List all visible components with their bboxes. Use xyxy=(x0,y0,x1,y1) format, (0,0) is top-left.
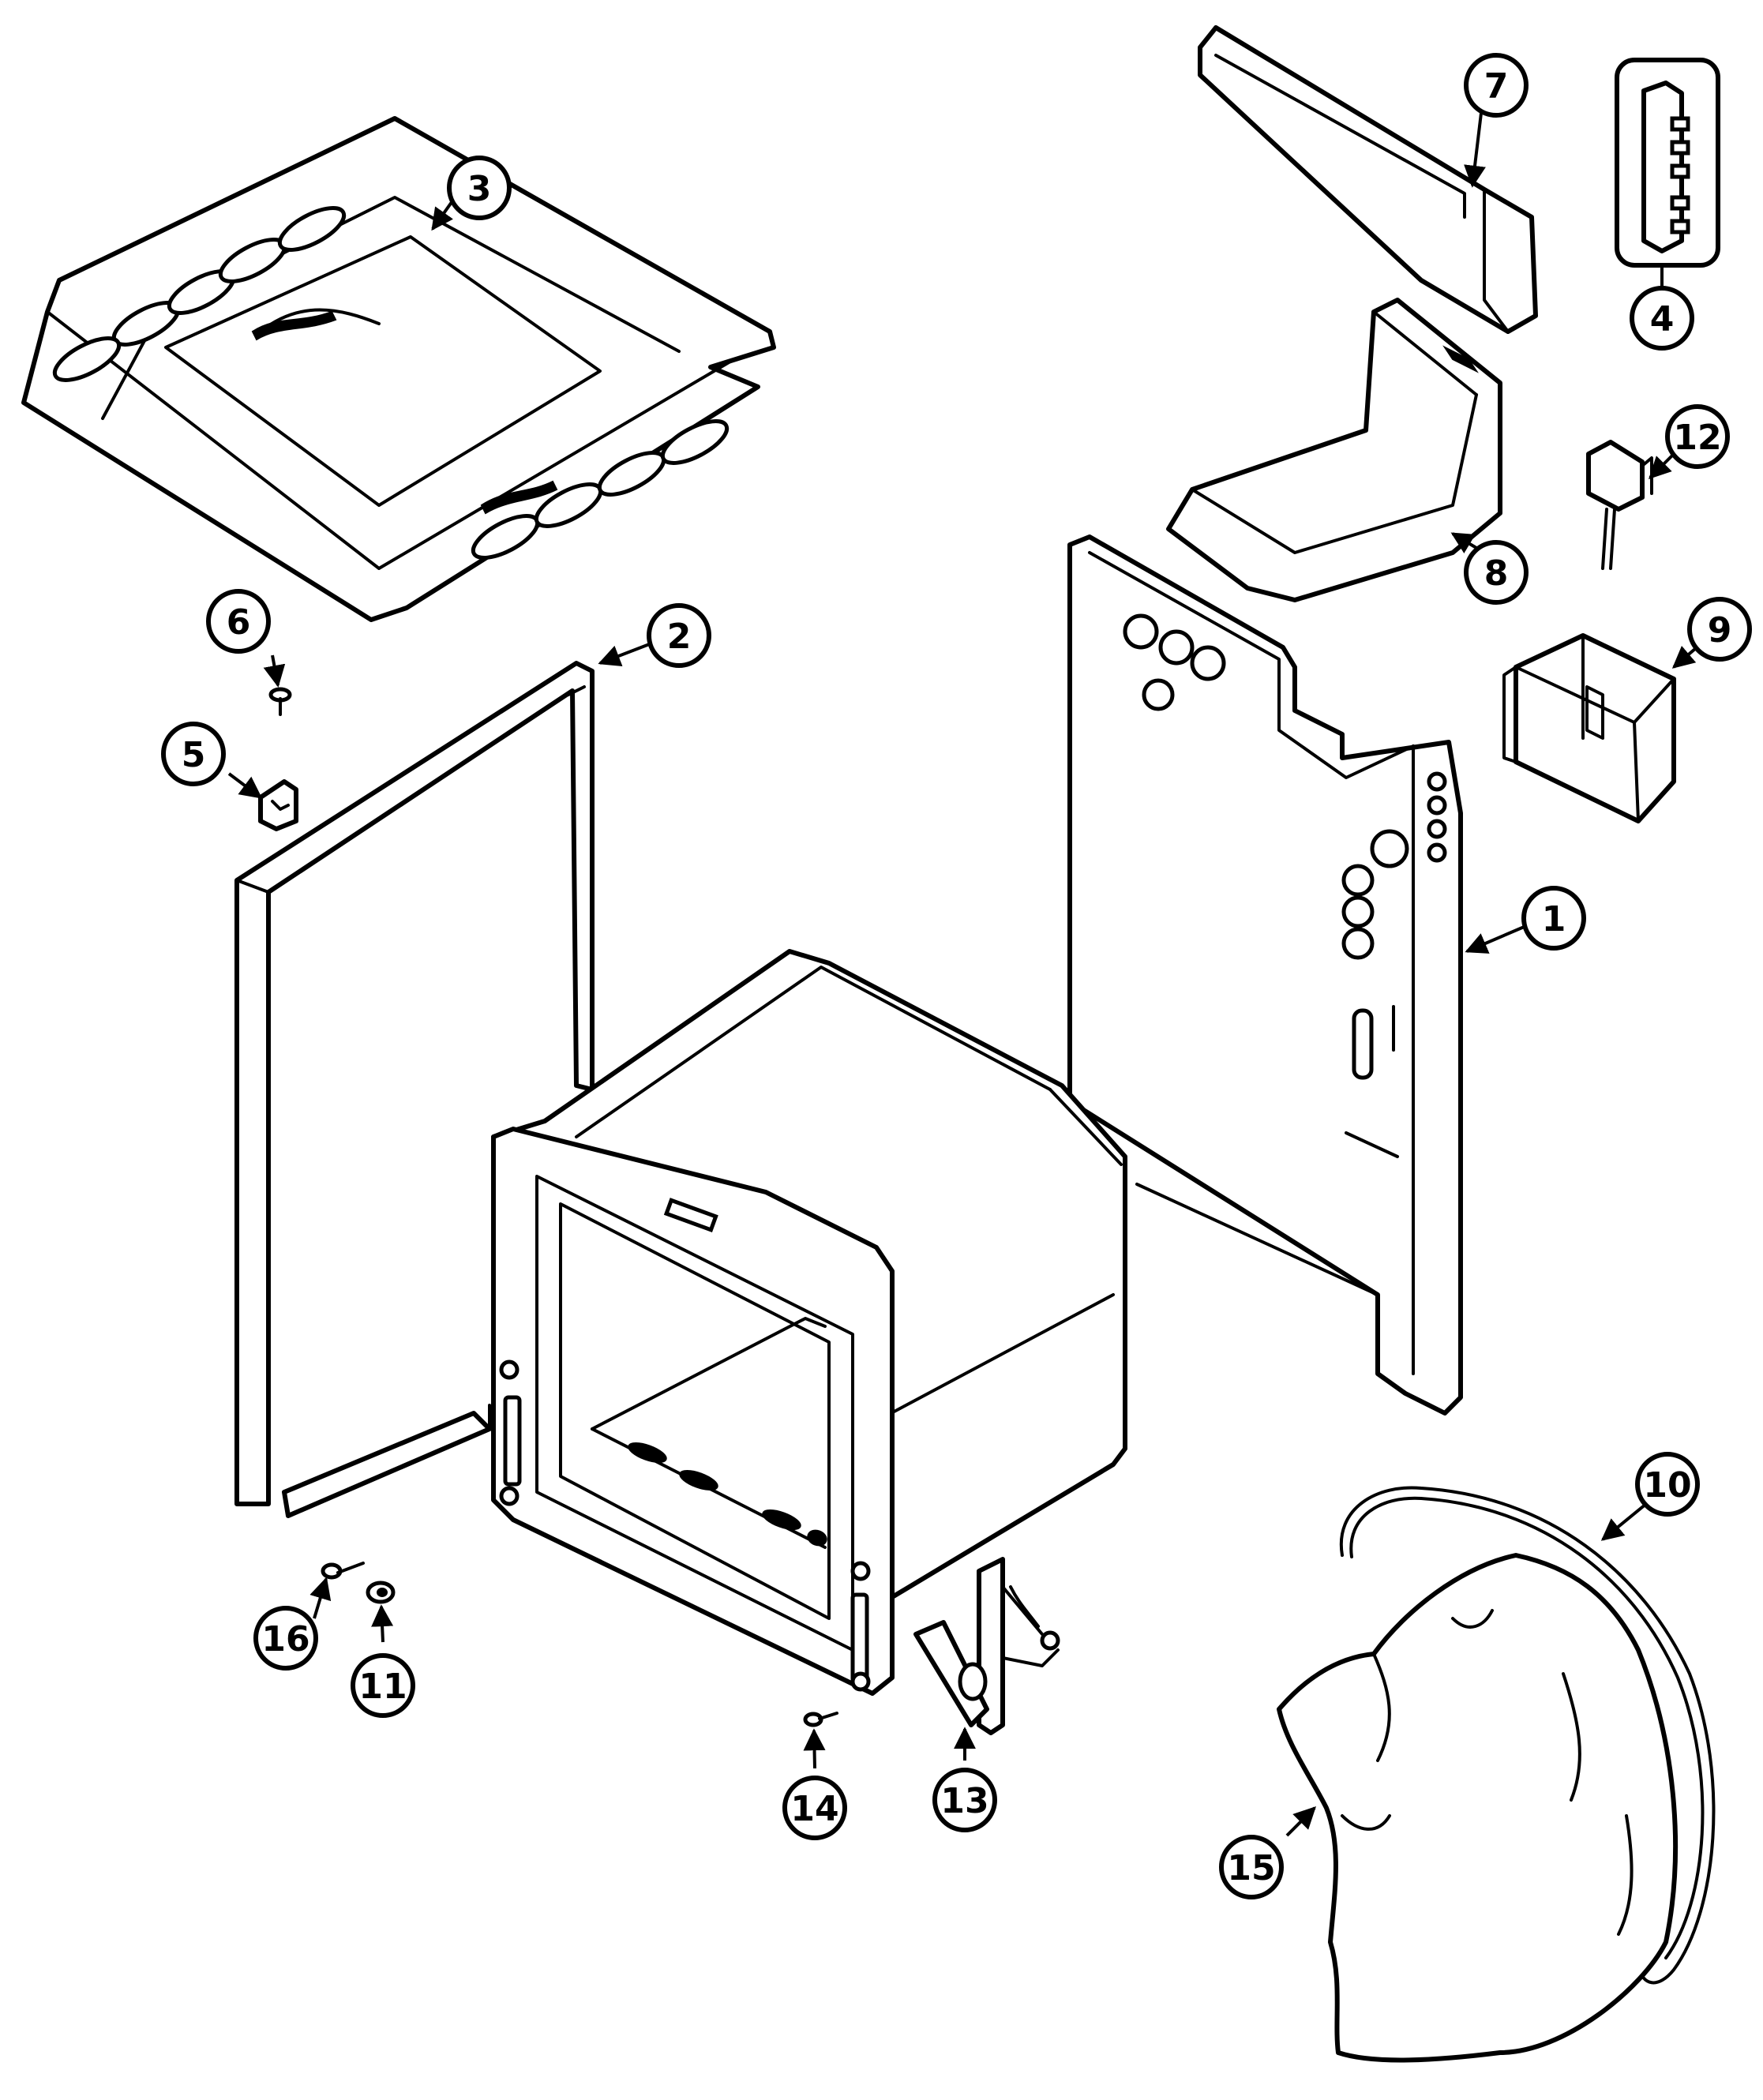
callout-15: 15 xyxy=(1219,1835,1284,1899)
callout-16: 16 xyxy=(253,1606,318,1671)
callout-6: 6 xyxy=(206,589,271,654)
leader-lines xyxy=(227,86,1703,1837)
callout-4: 4 xyxy=(1630,286,1694,351)
part-12-power-plug xyxy=(1586,440,1653,570)
svg-text:10: 10 xyxy=(1643,1465,1691,1506)
part-6-screw xyxy=(268,687,292,716)
part-4-terminal-block xyxy=(1615,58,1720,268)
callout-7: 7 xyxy=(1464,53,1529,118)
callout-10: 10 xyxy=(1635,1452,1700,1517)
svg-text:5: 5 xyxy=(182,735,206,775)
part-9-junction-box xyxy=(1502,633,1676,823)
svg-text:15: 15 xyxy=(1227,1848,1275,1888)
part-16-screw xyxy=(321,1562,365,1580)
svg-text:3: 3 xyxy=(467,169,492,209)
callout-9: 9 xyxy=(1687,597,1752,662)
svg-text:9: 9 xyxy=(1708,610,1732,651)
svg-text:6: 6 xyxy=(227,602,251,643)
part-8-vent-hood xyxy=(1166,298,1502,602)
part-11-bumper xyxy=(366,1581,396,1604)
oven-cavity xyxy=(491,949,1379,1696)
part-1-side-panel xyxy=(1067,534,1463,1416)
callout-11: 11 xyxy=(351,1653,415,1718)
svg-text:12: 12 xyxy=(1673,418,1721,458)
callout-13: 13 xyxy=(932,1768,997,1832)
callout-12: 12 xyxy=(1665,404,1730,469)
callout-2: 2 xyxy=(647,603,711,668)
callout-5: 5 xyxy=(161,722,226,786)
callout-3: 3 xyxy=(447,156,512,220)
svg-text:1: 1 xyxy=(1542,899,1566,939)
callout-1: 1 xyxy=(1521,886,1586,951)
part-15-insulation xyxy=(1277,1553,1678,2063)
part-13-hinge xyxy=(913,1557,1060,1735)
part-5-bracket xyxy=(258,779,298,831)
part-2-frame xyxy=(234,661,595,1518)
callout-14: 14 xyxy=(782,1776,847,1840)
part-3-top-tray xyxy=(21,116,776,622)
svg-text:4: 4 xyxy=(1650,299,1675,339)
part-10-gasket xyxy=(1339,1486,1716,1985)
svg-text:2: 2 xyxy=(667,617,692,657)
part-14-screw xyxy=(803,1712,838,1727)
svg-text:11: 11 xyxy=(358,1667,407,1707)
svg-text:7: 7 xyxy=(1484,66,1509,107)
part-7-duct xyxy=(1198,25,1538,334)
svg-text:13: 13 xyxy=(940,1781,988,1821)
callout-8: 8 xyxy=(1464,540,1529,605)
svg-text:16: 16 xyxy=(261,1619,309,1659)
svg-text:14: 14 xyxy=(790,1789,838,1829)
svg-text:8: 8 xyxy=(1484,553,1509,594)
